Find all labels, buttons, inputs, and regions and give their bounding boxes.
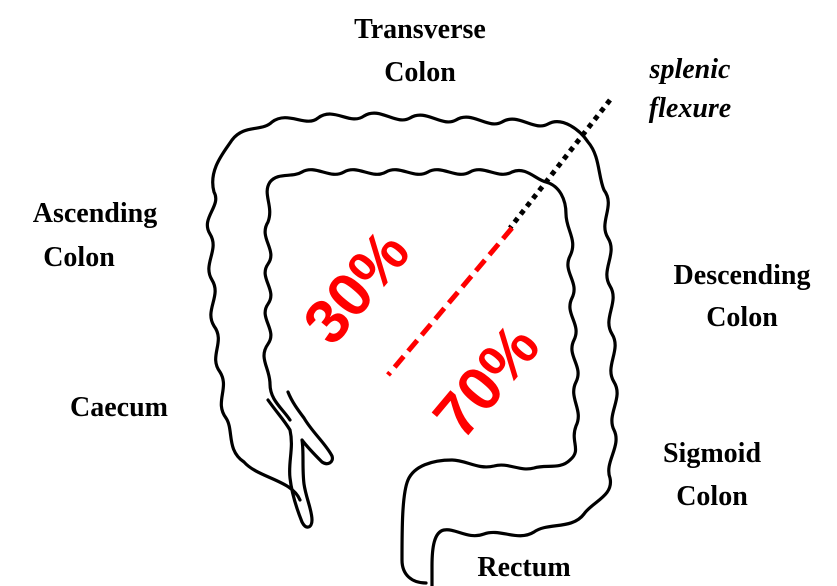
label-descending-line2: Colon bbox=[706, 302, 778, 333]
percent-distal: 70% bbox=[421, 312, 554, 451]
label-rectum: Rectum bbox=[477, 552, 570, 583]
splenic-flexure-line bbox=[510, 100, 610, 228]
label-descending-line1: Descending bbox=[674, 260, 811, 291]
label-sigmoid-line2: Colon bbox=[676, 481, 748, 512]
label-sigmoid-line1: Sigmoid bbox=[663, 438, 761, 469]
label-ascending-line2: Colon bbox=[43, 242, 115, 273]
label-splenic-line2: flexure bbox=[649, 93, 731, 124]
label-ascending-line1: Ascending bbox=[33, 198, 157, 229]
label-transverse-line1: Transverse bbox=[354, 14, 486, 45]
caecum-appendix bbox=[268, 392, 332, 527]
label-caecum: Caecum bbox=[70, 392, 168, 423]
percent-proximal: 30% bbox=[291, 218, 424, 357]
label-splenic-line1: splenic bbox=[649, 54, 731, 85]
label-transverse-line2: Colon bbox=[384, 57, 456, 88]
